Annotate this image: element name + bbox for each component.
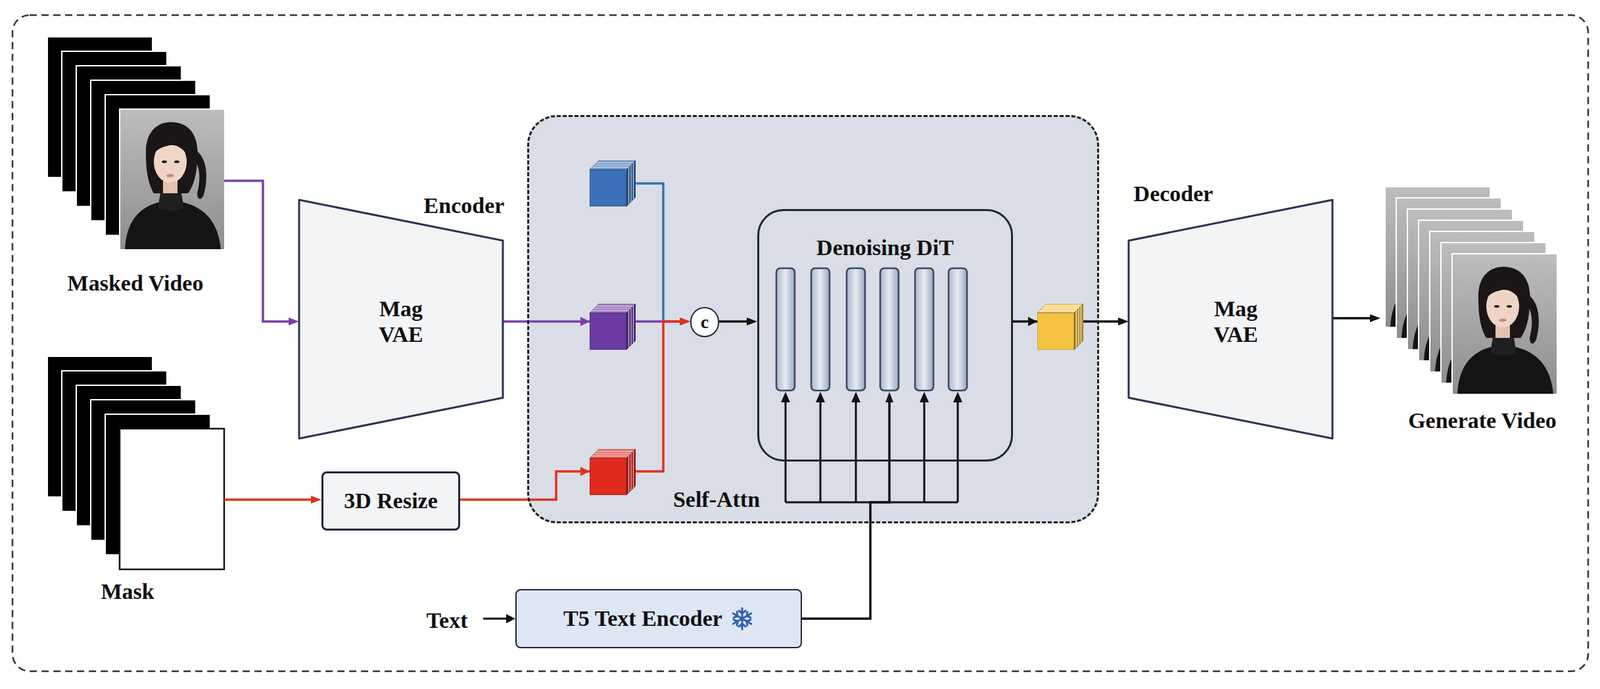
- node-label: T5 Text Encoder: [563, 605, 723, 632]
- node-label: Masked Video: [67, 270, 204, 296]
- video-input: Masked Video: [39, 32, 225, 296]
- latent-cube: [589, 448, 636, 495]
- region-fill: [527, 115, 1100, 524]
- flow-arrow: [224, 180, 294, 322]
- branch-line: [855, 400, 858, 503]
- branch-line: [819, 400, 822, 503]
- dit-blocks: [776, 268, 967, 391]
- portrait-frame: [119, 109, 225, 250]
- trapezoid-outline: [299, 199, 503, 439]
- snowflake-arm: [731, 610, 754, 628]
- condition-line: [635, 183, 664, 322]
- white-mask-frame: [119, 428, 225, 570]
- vae-encoder: EncoderMag VAE: [299, 199, 503, 439]
- cube-arrowhead: [580, 466, 590, 476]
- cross-attention-branches: [780, 391, 963, 503]
- vae-trapezoid: [1128, 199, 1333, 439]
- transformer-block: [880, 268, 899, 391]
- node-label: Self-Attn: [673, 486, 760, 513]
- frame-edge: [1452, 253, 1558, 395]
- branch-arrowhead: [919, 391, 929, 403]
- vae-decoder: DecoderMag VAE: [1128, 199, 1333, 439]
- branch-line: [957, 400, 960, 503]
- vae-trapezoid: [299, 199, 503, 439]
- portrait-frame: [1452, 253, 1558, 395]
- dit-block: Denoising DiT: [757, 209, 1013, 462]
- dit-region: Self-Attn c Denoising DiT: [527, 115, 1100, 524]
- node-label: 3D Resize: [343, 487, 438, 514]
- snowflake-arm: [738, 608, 746, 630]
- node-label: Decoder: [1133, 180, 1214, 207]
- flow-arrow: [460, 321, 685, 500]
- flow-arrow: [801, 397, 890, 619]
- flow-arrow: [719, 320, 753, 323]
- frame-edge: [119, 109, 225, 250]
- transformer-block: [948, 268, 967, 391]
- flow-arrow: [1332, 316, 1376, 320]
- input-arrowhead: [506, 613, 516, 624]
- mask-input: Mask: [39, 351, 225, 605]
- outer-frame: [12, 15, 1589, 672]
- branch-arrowhead: [815, 391, 825, 403]
- cube-arrowhead: [580, 316, 590, 327]
- branch-arrowhead: [953, 391, 963, 403]
- latent-cube: [589, 160, 636, 207]
- generated-video-stack: [1385, 186, 1558, 395]
- concat-circle: c: [690, 306, 720, 338]
- flow-arrow: [224, 498, 317, 501]
- text-encoder-box: T5 Text Encoder: [515, 588, 802, 649]
- branch-arrowhead: [780, 391, 791, 403]
- node-label: Mask: [100, 578, 154, 605]
- transformer-block: [846, 268, 866, 391]
- transformer-block: [915, 268, 934, 391]
- branch-line: [784, 400, 787, 503]
- node-label: Encoder: [423, 192, 505, 219]
- node-label: Generate Video: [1408, 407, 1557, 434]
- branch-line: [923, 400, 926, 503]
- branch-arrowhead: [851, 391, 861, 403]
- cube-arrowhead: [1028, 316, 1038, 327]
- transformer-block: [776, 268, 795, 391]
- video-output: Generate Video: [1380, 177, 1578, 438]
- masked-video-stack: [47, 36, 225, 250]
- frozen-icon: [730, 606, 754, 631]
- node-label: c: [700, 311, 709, 333]
- snowflake-arm: [731, 610, 754, 628]
- trapezoid-outline: [1128, 199, 1333, 439]
- node-label: Denoising DiT: [759, 234, 1012, 261]
- snowflake: [731, 608, 754, 630]
- input-arrow: [483, 617, 508, 620]
- node-label: Mag VAE: [1199, 295, 1272, 348]
- node-label: Mag VAE: [364, 295, 438, 348]
- latent-cube: [1037, 303, 1084, 350]
- process-box: 3D Resize: [321, 471, 461, 531]
- input-label: Text: [426, 607, 469, 634]
- mask-stack: [47, 356, 225, 570]
- latent-cube: [589, 303, 636, 350]
- transformer-block: [811, 268, 830, 391]
